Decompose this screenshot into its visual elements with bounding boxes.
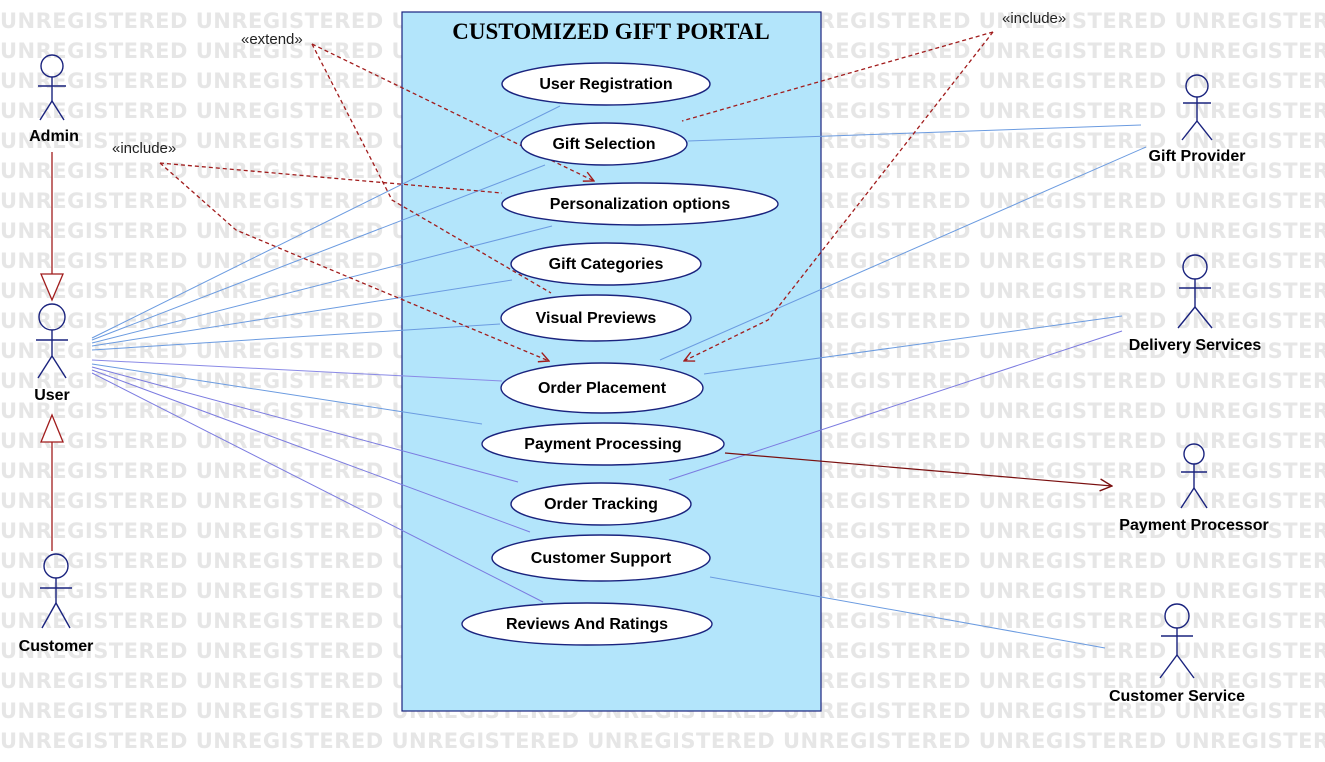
include-dependency-right-2 <box>684 31 994 361</box>
actor-label-customer: Customer <box>19 638 94 655</box>
use-case-gift-categories[interactable]: Gift Categories <box>510 242 702 286</box>
use-case-payment-processing[interactable]: Payment Processing <box>481 422 725 466</box>
watermark-text: UNREGISTERED UNREGISTERED UNREGISTERED U… <box>0 729 1325 753</box>
use-case-order-tracking[interactable]: Order Tracking <box>510 482 692 526</box>
association-order-tracking <box>91 366 519 483</box>
association-customer-service-support <box>709 576 1106 649</box>
actor-user[interactable] <box>36 303 68 379</box>
use-case-order-placement[interactable]: Order Placement <box>500 362 704 414</box>
system-title: CUSTOMIZED GIFT PORTAL <box>452 19 769 44</box>
actor-figure-icon <box>1180 443 1208 509</box>
include-dependency-left-1 <box>159 162 503 194</box>
association-order-placement <box>91 359 503 382</box>
use-case-label: Gift Selection <box>552 136 655 153</box>
association-payment-processing <box>91 363 483 425</box>
use-case-label: Personalization options <box>550 196 731 213</box>
actor-label-payment-processor: Payment Processor <box>1119 517 1268 534</box>
dependencies <box>159 31 994 361</box>
use-case-label: Customer Support <box>531 550 672 567</box>
use-case-label: Order Placement <box>538 380 667 397</box>
use-case-label: Payment Processing <box>524 436 681 453</box>
user-associations <box>91 105 561 603</box>
actor-figure-icon <box>38 54 66 121</box>
actor-customer-service[interactable] <box>1159 603 1195 679</box>
watermark-text: UNREGISTERED UNREGISTERED UNREGISTERED U… <box>0 756 1325 762</box>
actor-label-admin: Admin <box>29 128 79 145</box>
association-customer-support <box>91 369 531 533</box>
extend-label: «extend» <box>241 31 303 48</box>
association-payment-processor <box>724 452 1112 486</box>
use-case-visual-previews[interactable]: Visual Previews <box>500 294 692 342</box>
actors <box>36 54 1213 679</box>
use-case-label: User Registration <box>539 76 672 93</box>
include-dependency-right-1 <box>681 31 994 122</box>
association-gift-categories <box>91 279 513 347</box>
generalization-arrowhead-admin <box>40 273 64 302</box>
include-label-right: «include» <box>1002 10 1066 27</box>
association-personalization <box>91 225 553 344</box>
actor-label-customer-service: Customer Service <box>1109 688 1245 705</box>
actor-gift-provider[interactable] <box>1181 74 1213 141</box>
use-case-reviews-and-ratings[interactable]: Reviews And Ratings <box>461 602 713 646</box>
actor-figure-icon <box>1159 603 1195 679</box>
actor-figure-icon <box>1181 74 1213 141</box>
use-cases: User Registration Gift Selection Persona… <box>461 62 779 646</box>
actor-admin[interactable] <box>38 54 66 121</box>
use-case-label: Order Tracking <box>544 496 658 513</box>
actor-figure-icon <box>36 303 68 379</box>
actor-label-gift-provider: Gift Provider <box>1149 148 1246 165</box>
actor-payment-processor[interactable] <box>1180 443 1208 509</box>
association-visual-previews <box>91 323 501 351</box>
actor-figure-icon <box>1177 254 1213 329</box>
association-gift-selection <box>91 164 546 341</box>
actor-label-delivery-services: Delivery Services <box>1129 337 1262 354</box>
association-user-registration <box>91 105 561 339</box>
actor-figure-icon <box>40 553 72 629</box>
use-case-label: Reviews And Ratings <box>506 616 668 633</box>
include-dependency-left-2 <box>159 162 549 361</box>
generalization-arrowhead-user <box>40 413 64 443</box>
use-case-user-registration[interactable]: User Registration <box>501 62 711 106</box>
use-case-customer-support[interactable]: Customer Support <box>491 534 711 582</box>
actor-delivery-services[interactable] <box>1177 254 1213 329</box>
association-delivery-order <box>703 315 1123 375</box>
use-case-label: Gift Categories <box>549 256 664 273</box>
generalizations <box>40 152 64 551</box>
actor-label-user: User <box>34 387 70 404</box>
use-case-personalization-options[interactable]: Personalization options <box>501 182 779 226</box>
use-case-label: Visual Previews <box>536 310 657 327</box>
use-case-gift-selection[interactable]: Gift Selection <box>520 122 688 166</box>
extend-dependency-2 <box>311 43 552 294</box>
association-gift-provider-order <box>659 146 1147 361</box>
include-label-left: «include» <box>112 140 176 157</box>
actor-customer[interactable] <box>40 553 72 629</box>
association-reviews <box>91 372 544 603</box>
